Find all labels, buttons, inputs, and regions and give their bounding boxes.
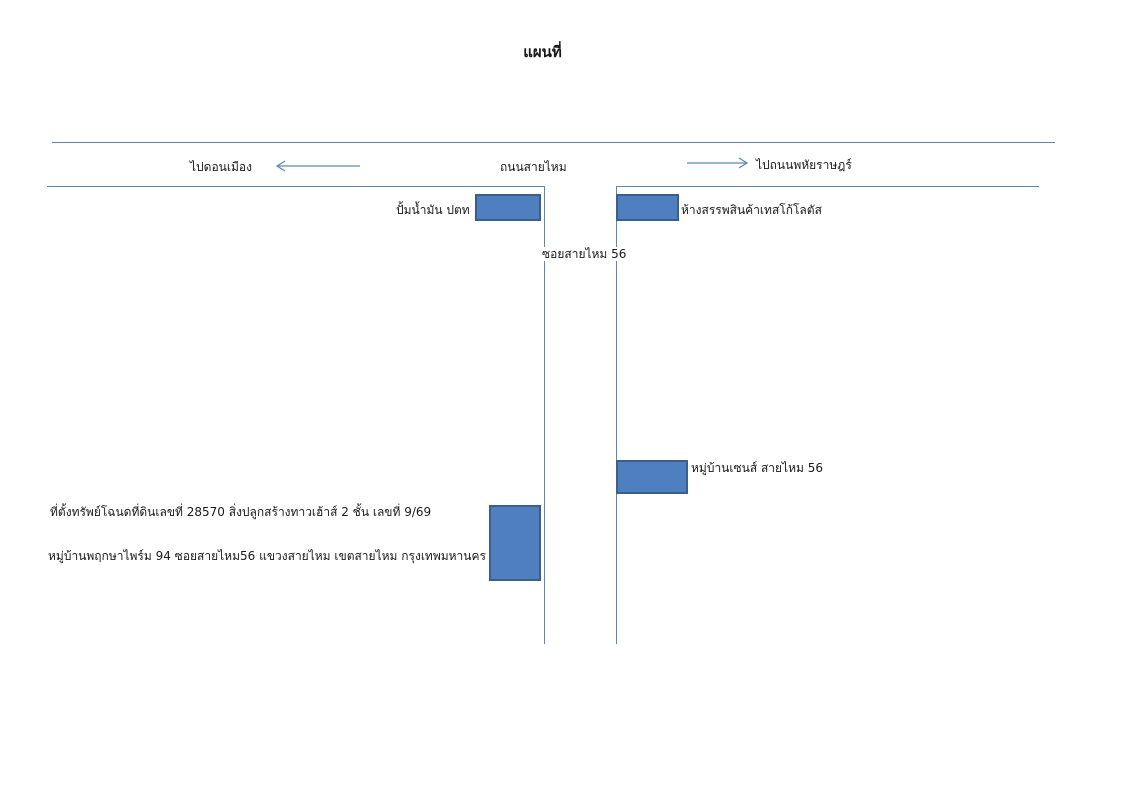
main-road-top-edge (52, 142, 1055, 143)
property-location-line2: หมู่บ้านพฤกษาไพร์ม 94 ซอยสายไหม56 แขวงสา… (48, 549, 486, 563)
gas-station-marker (475, 194, 541, 221)
property-location-line1: ที่ตั้งทรัพย์โฉนดที่ดินเลขที่ 28570 สิ่ง… (50, 505, 432, 519)
arrow-right-icon (687, 157, 749, 169)
side-road-right-edge (616, 186, 617, 644)
mall-marker (616, 194, 679, 221)
main-road-bottom-edge-left (47, 186, 545, 187)
to-don-mueang-label: ไปดอนเมือง (190, 160, 252, 174)
property-marker (489, 505, 541, 581)
side-road-left-edge (544, 186, 545, 644)
main-road-bottom-edge-right (616, 186, 1039, 187)
map-title: แผนที่ (523, 43, 562, 61)
main-road-label: ถนนสายไหม (500, 160, 567, 174)
side-road-label: ซอยสายไหม 56 (542, 247, 627, 261)
mall-label: ห้างสรรพสินค้าเทสโก้โลตัส (681, 203, 822, 217)
to-phahonyothin-label: ไปถนนพหัยราษฎร์ (756, 158, 852, 172)
village-label: หมู่บ้านเซนส์ สายไหม 56 (691, 461, 823, 475)
gas-station-label: ปั้มน้ำมัน ปตท (396, 203, 470, 217)
village-marker (616, 460, 688, 494)
arrow-left-icon (275, 160, 360, 172)
